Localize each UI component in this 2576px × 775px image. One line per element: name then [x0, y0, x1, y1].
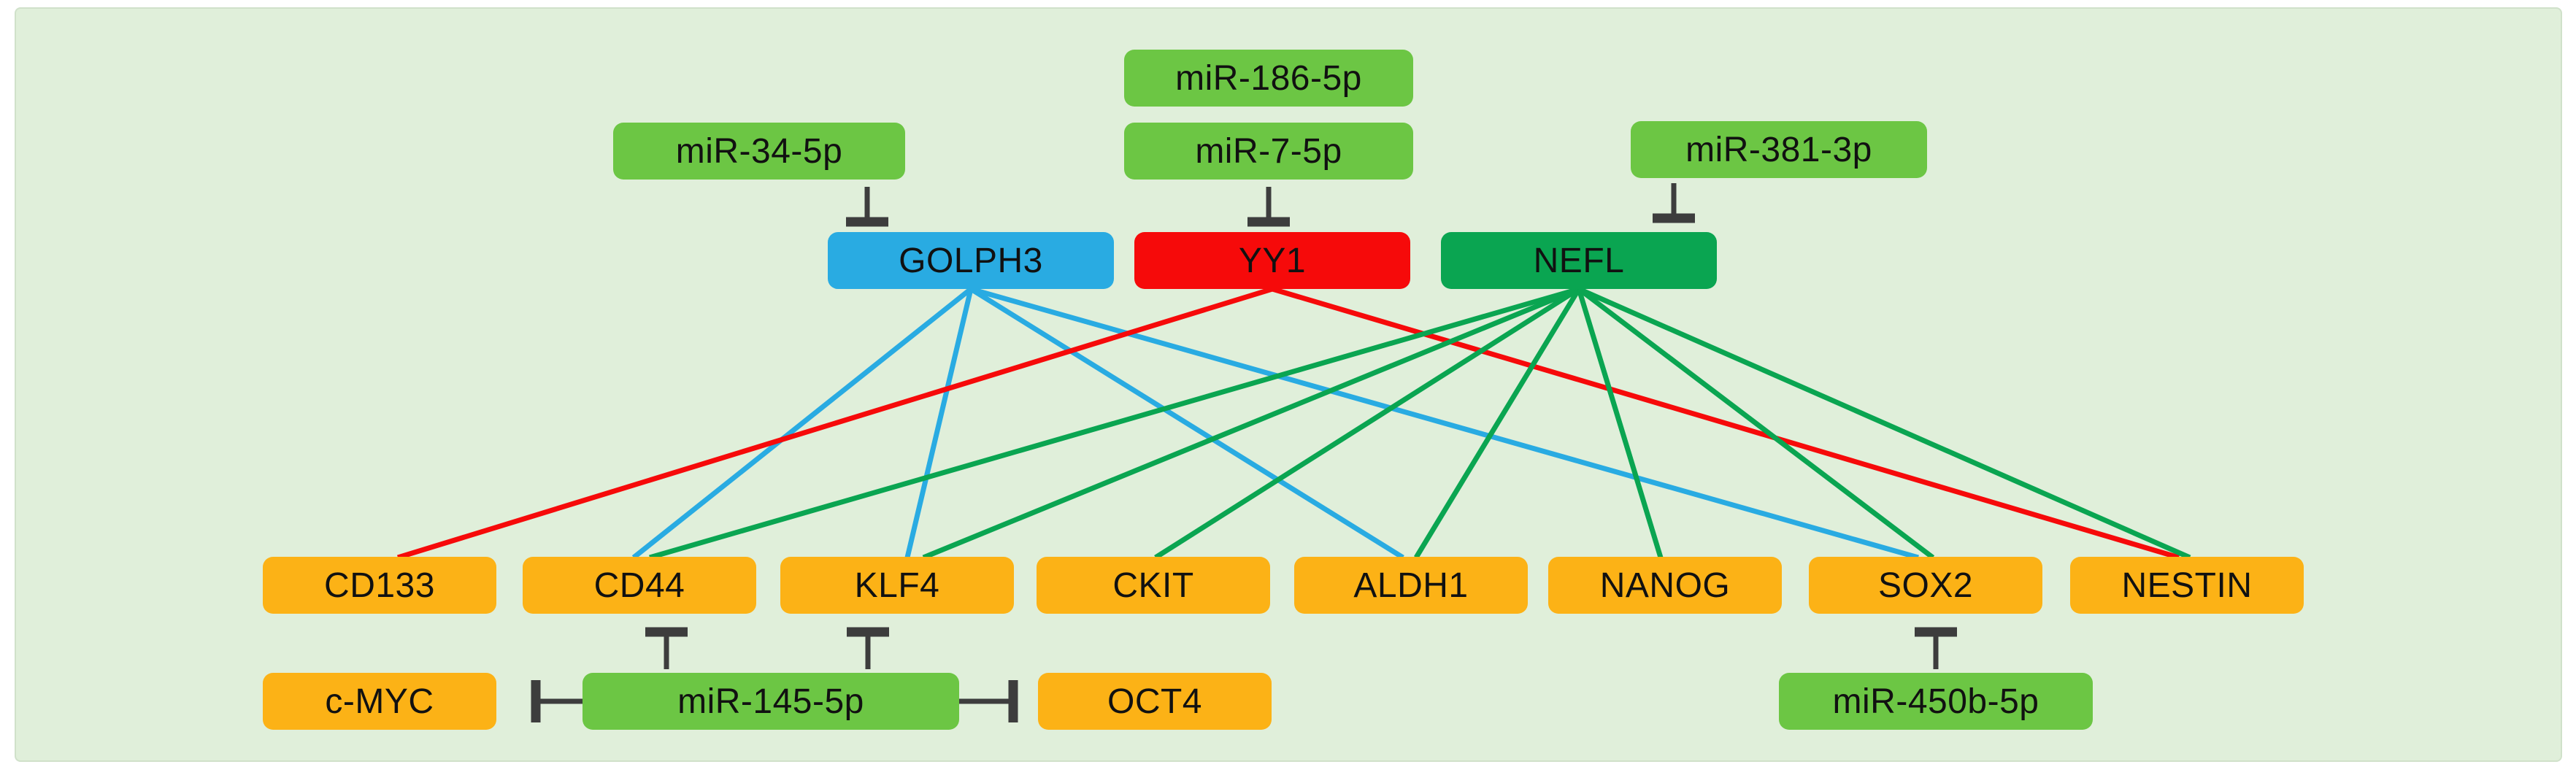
node-cd133: CD133: [263, 557, 496, 614]
edge-yy1-cd133: [396, 286, 1274, 560]
node-mir-7-5p: miR-7-5p: [1124, 123, 1413, 180]
edge-yy1-nestin: [1272, 286, 2180, 560]
node-mir-145-5p: miR-145-5p: [583, 673, 959, 730]
node-nefl: NEFL: [1441, 232, 1717, 289]
node-oct4: OCT4: [1038, 673, 1272, 730]
node-nestin: NESTIN: [2070, 557, 2304, 614]
edge-nefl-sox2: [1577, 287, 1935, 560]
edge-nefl-aldh1: [1414, 288, 1581, 559]
node-mir-450b-5p: miR-450b-5p: [1779, 673, 2093, 730]
node-mir-381-3p: miR-381-3p: [1631, 121, 1927, 178]
node-golph3: GOLPH3: [828, 232, 1114, 289]
edge-golph3-klf4: [904, 288, 974, 558]
node-klf4: KLF4: [780, 557, 1014, 614]
node-cd44: CD44: [523, 557, 756, 614]
edge-golph3-cd44: [631, 287, 973, 560]
node-yy1: YY1: [1134, 232, 1410, 289]
edge-nefl-cd44: [649, 286, 1580, 560]
edge-golph3-aldh1: [969, 287, 1404, 560]
edge-nefl-nanog: [1576, 288, 1664, 559]
node-sox2: SOX2: [1809, 557, 2042, 614]
edge-nefl-klf4: [922, 286, 1580, 560]
node-ckit: CKIT: [1037, 557, 1270, 614]
node-c-myc: c-MYC: [263, 673, 496, 730]
node-mir-34-5p: miR-34-5p: [613, 123, 905, 180]
node-mir-186-5p: miR-186-5p: [1124, 50, 1413, 107]
edge-nefl-nestin: [1577, 286, 2191, 560]
edge-nefl-ckit: [1154, 287, 1580, 560]
node-nanog: NANOG: [1548, 557, 1782, 614]
node-aldh1: ALDH1: [1294, 557, 1528, 614]
